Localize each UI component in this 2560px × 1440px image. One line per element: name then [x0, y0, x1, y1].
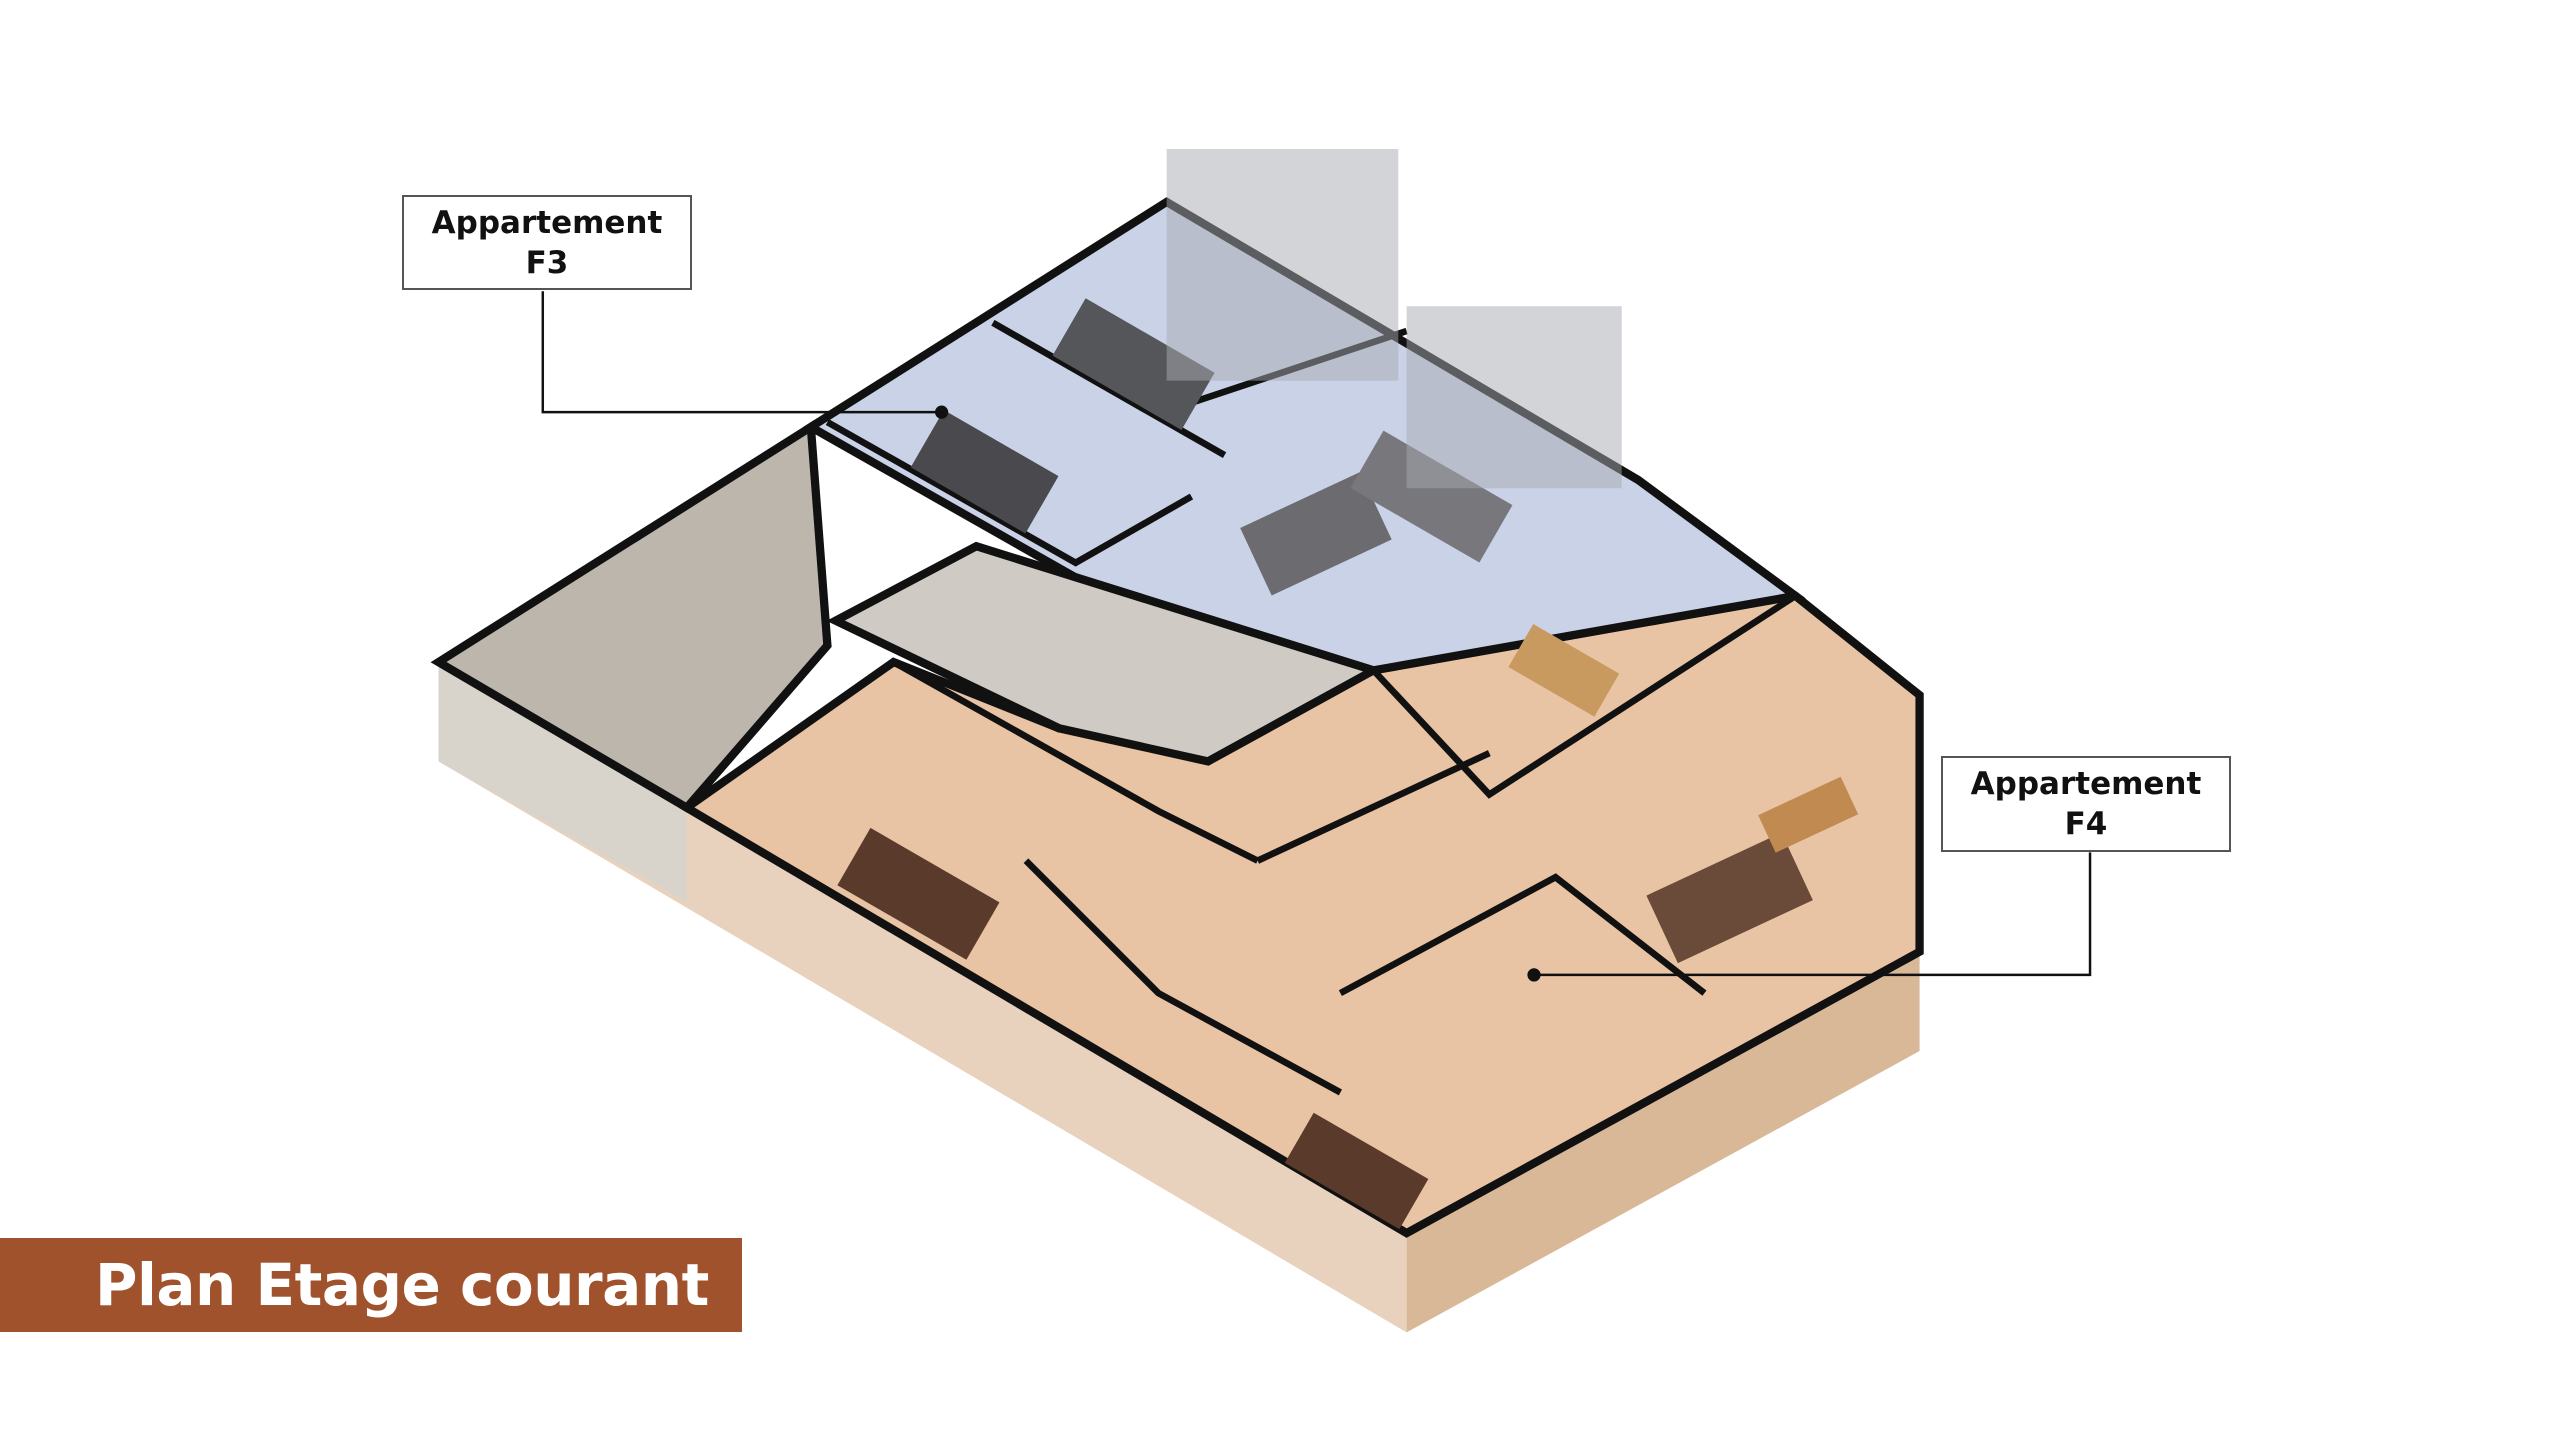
apartment-f4-label: Appartement F4	[1941, 756, 2231, 852]
apartment-f3-label: Appartement F3	[402, 195, 692, 290]
banner-title: Plan Etage courant	[95, 1251, 709, 1319]
f3-label-line2: F3	[525, 244, 569, 281]
interior-walls	[825, 319, 1798, 1096]
slab-right-side	[1406, 951, 1920, 1333]
void-area	[430, 419, 832, 814]
f4-label-line2: F4	[2064, 806, 2108, 842]
furniture	[837, 148, 1859, 1230]
f4-label-line1: Appartement	[1970, 766, 2202, 802]
f3-leader-line	[541, 291, 942, 414]
title-banner: Plan Etage courant	[0, 1238, 742, 1332]
stair-core	[826, 541, 1384, 766]
f3-label-line1: Appartement	[431, 204, 663, 241]
f4-leader-line	[1534, 852, 2092, 977]
slab-grey-side	[438, 662, 687, 903]
f4-leader-dot	[1527, 968, 1541, 982]
f3-leader-dot	[934, 405, 949, 419]
